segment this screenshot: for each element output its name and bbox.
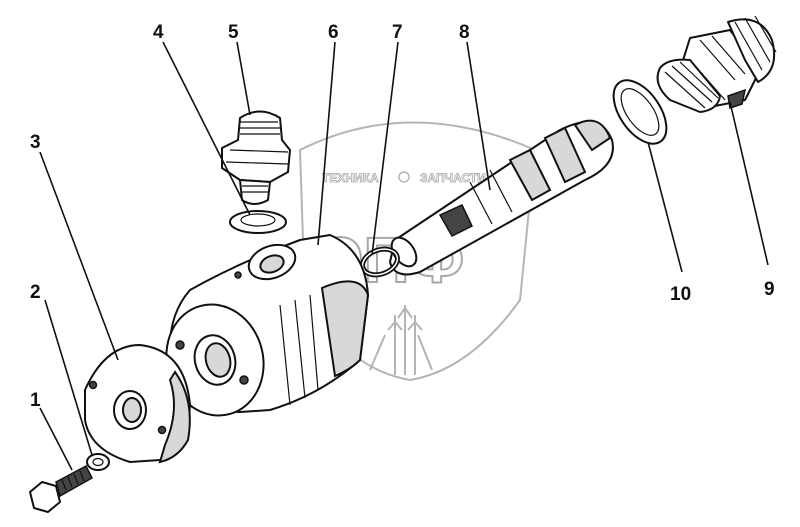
- callout-5: 5: [228, 22, 239, 43]
- callout-3: 3: [30, 132, 41, 153]
- callout-9: 9: [764, 279, 775, 300]
- part-6-valve-body: [165, 234, 370, 417]
- part-3-flange: [84, 344, 191, 464]
- part-1-bolt: [29, 464, 93, 513]
- watermark-text-right: ЗАПЧАСТИ: [420, 171, 486, 185]
- callout-10: 10: [670, 284, 691, 305]
- watermark-wheat-icon: [369, 305, 433, 375]
- part-8-valve-spool: [389, 119, 614, 276]
- leader-lines: [39, 41, 769, 471]
- part-10-washer: [612, 79, 668, 145]
- callout-7: 7: [392, 22, 403, 43]
- callout-4: 4: [153, 22, 164, 43]
- part-2-lock-washer: [86, 453, 110, 471]
- watermark-text-left: ТЕХНИКА: [322, 171, 379, 185]
- callout-1: 1: [30, 390, 41, 411]
- part-5-fitting: [221, 110, 291, 205]
- part-9-union-fitting: [656, 15, 777, 113]
- callout-2: 2: [30, 282, 41, 303]
- callout-6: 6: [328, 22, 339, 43]
- callouts: 1 2 3 4 5 6 7 8 9 10: [30, 22, 775, 411]
- callout-8: 8: [459, 22, 470, 43]
- part-4-washer: [229, 210, 287, 234]
- watermark-gear-icon: [398, 171, 410, 183]
